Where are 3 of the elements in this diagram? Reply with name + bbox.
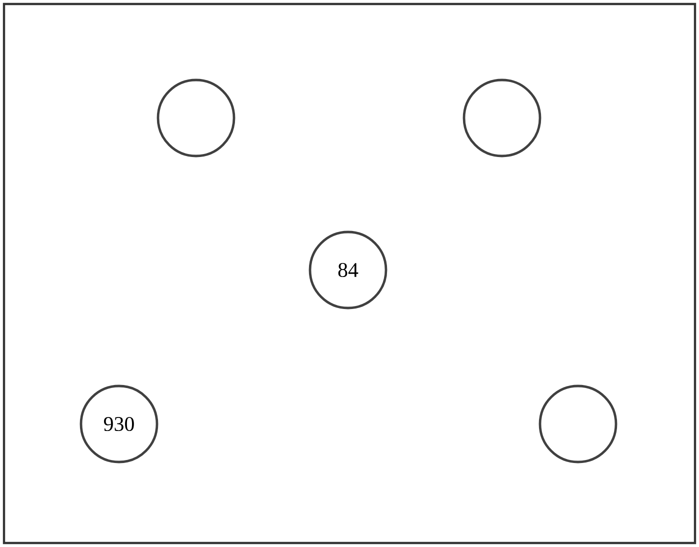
empty-circle: [156, 78, 236, 158]
empty-circle: [538, 384, 618, 464]
empty-circle: [462, 78, 542, 158]
